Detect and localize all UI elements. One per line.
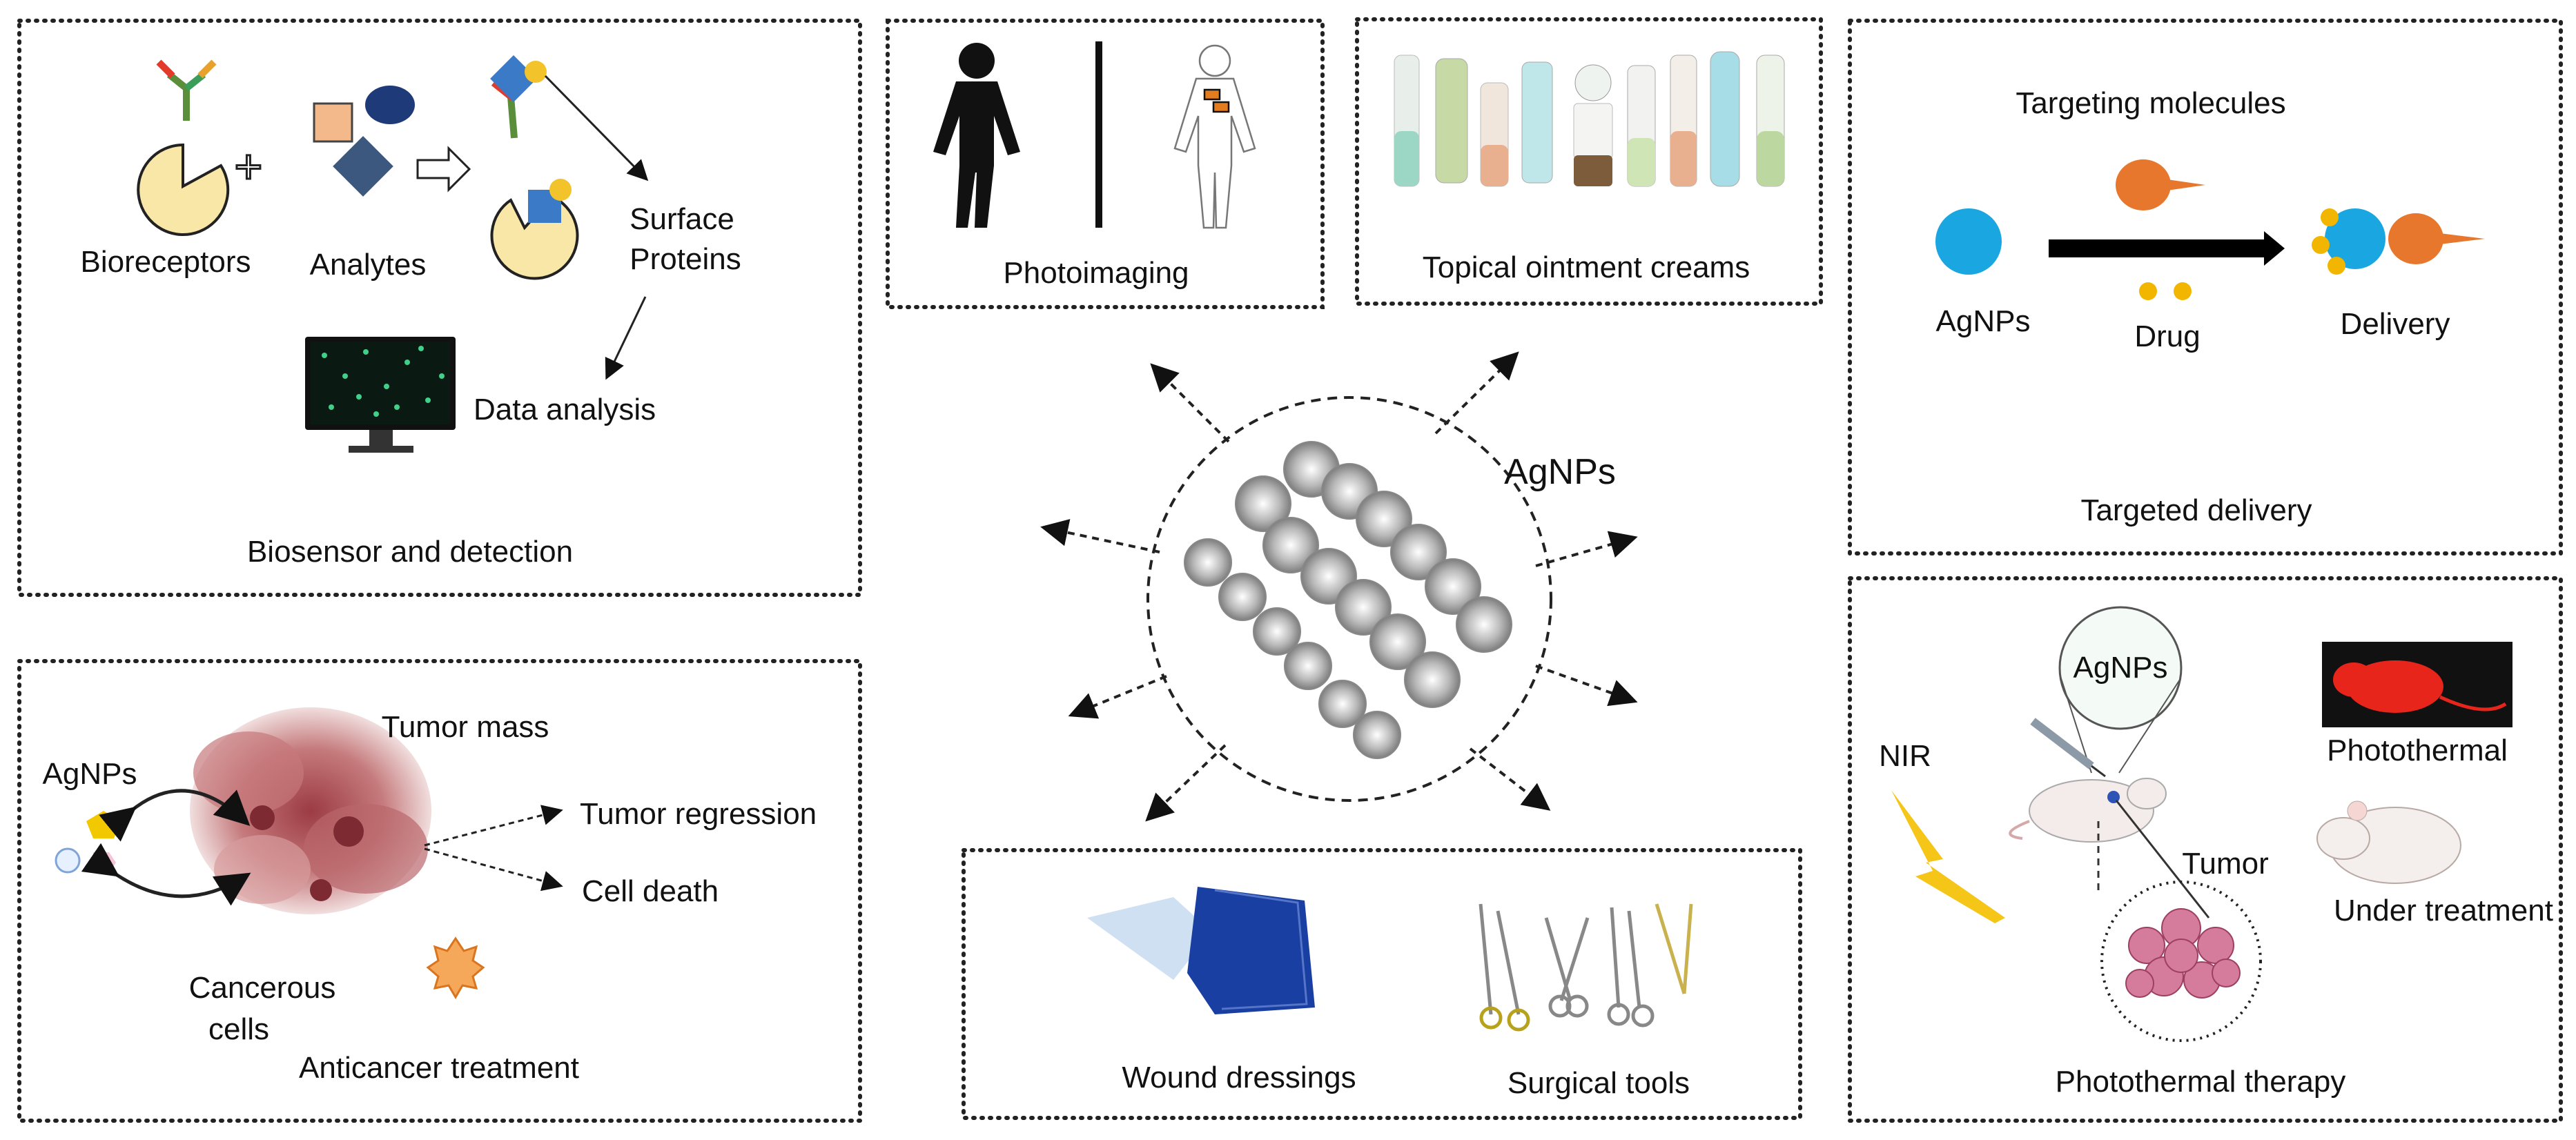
agnps-anticancer-label: AgNPs	[42, 757, 137, 791]
treated-mouse-icon	[2316, 800, 2461, 884]
monitor-icon	[305, 337, 456, 453]
syringe-icon	[2030, 718, 2106, 778]
panel-biosensor	[17, 19, 862, 597]
cell-death-label: Cell death	[582, 874, 719, 908]
panel-photothermal	[1848, 576, 2563, 1123]
tumor-mass-label: Tumor mass	[381, 710, 549, 744]
wound-dressing-icon	[1087, 887, 1315, 1014]
surface-proteins-label-2: Proteins	[630, 242, 741, 276]
photothermal-illustration	[1891, 606, 2512, 1042]
panel-photoimaging	[886, 19, 1325, 309]
analyte-diamond-icon	[333, 136, 393, 197]
drug-label: Drug	[2134, 320, 2201, 353]
targeted-delivery-illustration	[1935, 159, 2485, 300]
center-agnps-label: AgNPs	[1504, 452, 1616, 492]
agnps-photothermal-label: AgNPs	[2073, 651, 2168, 685]
under-treatment-label: Under treatment	[2334, 894, 2553, 927]
human-outline-icon	[1173, 44, 1256, 229]
cancerous-cells-label-2: cells	[208, 1012, 270, 1046]
red-mouse-icon	[2322, 642, 2512, 727]
panel-anticancer	[17, 659, 862, 1123]
biosensor-illustration: +	[137, 55, 649, 453]
cosmetic-bottles-icon	[1394, 51, 1785, 187]
tumor-label: Tumor	[2182, 847, 2269, 881]
agnp-pentagon-icon	[86, 811, 121, 838]
targeting-molecules-label: Targeting molecules	[2016, 86, 2286, 120]
targeting-molecule-icon	[2116, 159, 2205, 210]
agnps-delivery-label: AgNPs	[1935, 304, 2031, 338]
zoom-circle	[2058, 606, 2183, 730]
photoimaging-title: Photoimaging	[1003, 256, 1189, 290]
panel-topical	[1355, 17, 1823, 306]
anticancer-illustration	[55, 707, 563, 999]
human-silhouette-icon	[933, 43, 1020, 228]
biosensor-title: Biosensor and detection	[246, 535, 574, 569]
surface-proteins-label-1: Surface	[630, 202, 734, 236]
panel-wound	[962, 848, 1802, 1120]
bioreceptors-label: Bioreceptors	[80, 245, 251, 279]
delivery-complex-icon	[2312, 208, 2485, 275]
tumor-regression-label: Tumor regression	[580, 797, 817, 831]
nanoparticle-cluster	[1184, 441, 1512, 759]
center-agnps-group	[1040, 351, 1638, 822]
hollow-arrow-icon	[416, 146, 471, 193]
topical-title: Topical ointment creams	[1422, 250, 1750, 284]
data-analysis-label: Data analysis	[474, 393, 656, 426]
cancerous-cells-label-1: Cancerous	[188, 971, 336, 1005]
analyte-cube-icon	[313, 102, 353, 143]
nir-label: NIR	[1879, 739, 1931, 773]
antibody-icon	[156, 59, 217, 121]
plus-icon: +	[235, 139, 263, 193]
mouse-icon	[2009, 778, 2167, 843]
dead-cell-icon	[426, 936, 485, 999]
tumor-cells-icon	[2125, 908, 2241, 999]
photoimaging-illustration	[933, 41, 1256, 229]
anticancer-title: Anticancer treatment	[299, 1051, 579, 1085]
bioreceptor-icon	[137, 143, 230, 236]
delivery-label: Delivery	[2340, 307, 2450, 341]
analyte-oval-icon	[365, 86, 415, 124]
analytes-label: Analytes	[309, 248, 427, 282]
nir-bolt-icon	[1891, 790, 2005, 923]
surgical-tools-label: Surgical tools	[1507, 1066, 1690, 1100]
wound-dressings-label: Wound dressings	[1122, 1061, 1356, 1094]
surgical-tools-icon	[1479, 903, 1693, 1032]
photothermal-therapy-title: Photothermal therapy	[2055, 1065, 2346, 1099]
targeted-delivery-title: Targeted delivery	[2080, 493, 2312, 527]
tumor-zoom-circle	[2100, 881, 2262, 1042]
agnp-sphere-icon	[1935, 208, 2002, 275]
panel-targeted-delivery	[1848, 19, 2563, 556]
photothermal-label: Photothermal	[2327, 734, 2508, 767]
drug-icon	[2139, 282, 2157, 300]
